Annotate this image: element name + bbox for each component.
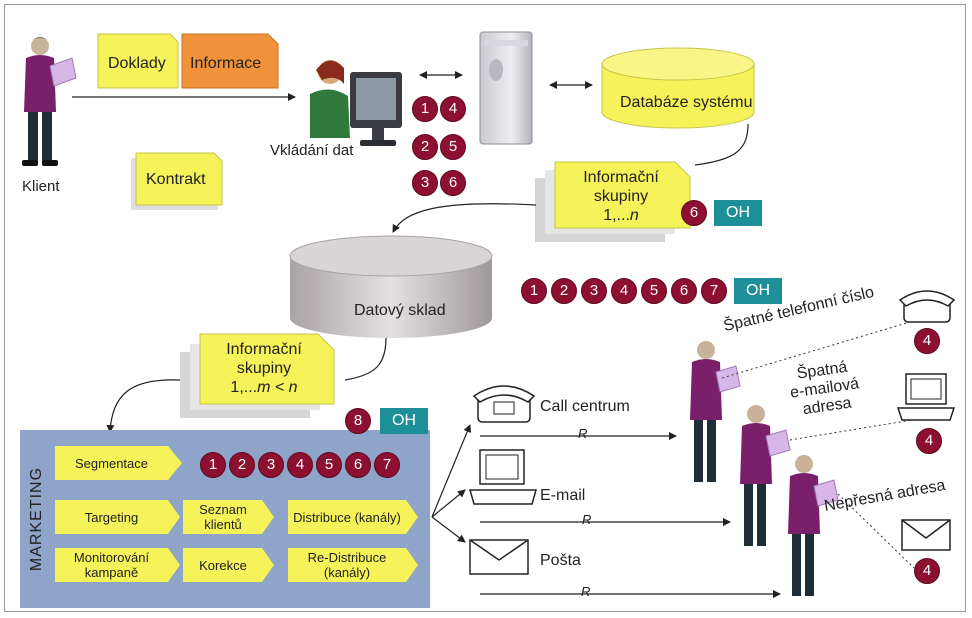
monitor-icon xyxy=(350,72,402,146)
database-cylinder xyxy=(601,47,755,129)
person-2-icon xyxy=(740,405,791,546)
error-address-badge: 4 xyxy=(914,558,940,584)
segmentace-num-2: 2 xyxy=(229,452,255,478)
info-groups-1-line3: 1,...n xyxy=(561,206,681,225)
warehouse-num-7: 7 xyxy=(701,278,727,304)
kontrakt-label: Kontrakt xyxy=(146,171,206,188)
call-centrum-label: Call centrum xyxy=(540,398,630,415)
warehouse-label: Datový sklad xyxy=(354,302,446,319)
data-entry-num-6: 6 xyxy=(440,170,466,196)
person-3-icon xyxy=(788,455,839,596)
info-groups-2-line3: 1,...m < n xyxy=(204,378,324,397)
info-groups-1-line1: Informační xyxy=(583,169,659,186)
doklady-doc-icon xyxy=(97,33,179,89)
info-groups-2-badge: 8 xyxy=(345,408,371,434)
segmentace-label: Segmentace xyxy=(75,455,148,471)
marketing-title: MARKETING xyxy=(22,430,52,608)
marketing-title-text: MARKETING xyxy=(28,466,45,572)
monitorovani-shape xyxy=(55,548,180,582)
client-label: Klient xyxy=(22,178,60,195)
error-email-label: Špatná e-mailová adresa xyxy=(787,357,863,420)
segmentace-shape xyxy=(55,446,182,480)
data-entry-num-5: 5 xyxy=(440,134,466,160)
warehouse-num-2: 2 xyxy=(551,278,577,304)
r-label-posta: R xyxy=(581,584,591,599)
error-telephone-icon xyxy=(898,290,956,323)
computer-icon xyxy=(469,449,537,505)
info-groups-1-badge: 6 xyxy=(681,200,707,226)
database-label: Databáze systému xyxy=(620,94,753,111)
info-groups-2-line2: skupiny xyxy=(236,360,292,377)
warehouse-num-4: 4 xyxy=(611,278,637,304)
segmentace-num-6: 6 xyxy=(345,452,371,478)
monitorovani-label: Monitorování kampaně xyxy=(73,550,150,580)
distribuce-label: Distribuce (kanály) xyxy=(293,509,401,525)
warehouse-num-6: 6 xyxy=(671,278,697,304)
distribuce-shape xyxy=(288,500,418,534)
posta-label: Pošta xyxy=(540,552,581,569)
data-entry-num-1: 1 xyxy=(412,96,438,122)
error-computer-icon xyxy=(896,373,956,421)
doklady-label: Doklady xyxy=(108,55,166,72)
client-person-icon xyxy=(22,37,77,166)
segmentace-num-7: 7 xyxy=(374,452,400,478)
operator-icon xyxy=(310,60,350,138)
person-1-icon xyxy=(690,341,741,482)
info-groups-2-text: Informační skupiny 1,...m < n xyxy=(204,340,324,397)
segmentace-num-4: 4 xyxy=(287,452,313,478)
informace-doc-icon xyxy=(181,33,279,89)
warehouse-oh-badge: OH xyxy=(734,278,782,304)
korekce-label: Korekce xyxy=(199,557,247,573)
server-icon xyxy=(479,31,533,145)
info-groups-2-prefix: 1,... xyxy=(230,379,258,396)
data-entry-label: Vkládání dat xyxy=(270,142,354,159)
error-envelope-icon xyxy=(901,519,951,551)
kontrakt-doc-icon xyxy=(131,152,223,210)
email-label: E-mail xyxy=(540,487,586,504)
info-groups-2-oh-badge: OH xyxy=(380,408,428,434)
info-groups-2-docs xyxy=(180,333,335,418)
telephone-icon xyxy=(472,385,536,423)
segmentace-num-5: 5 xyxy=(316,452,342,478)
diagram-frame xyxy=(4,4,966,612)
info-groups-2-var: m < n xyxy=(257,379,298,396)
data-entry-num-4: 4 xyxy=(440,96,466,122)
informace-label: Informace xyxy=(190,55,262,72)
seznam-label: Seznam klientů xyxy=(199,502,247,532)
r-label-call: R xyxy=(578,426,588,441)
targeting-label: Targeting xyxy=(84,509,139,525)
warehouse-num-1: 1 xyxy=(521,278,547,304)
data-entry-num-2: 2 xyxy=(412,134,438,160)
targeting-shape xyxy=(55,500,180,534)
redistribuce-shape xyxy=(288,548,418,582)
warehouse-num-5: 5 xyxy=(641,278,667,304)
korekce-shape xyxy=(183,548,274,582)
envelope-icon xyxy=(469,539,529,575)
data-entry-num-3: 3 xyxy=(412,170,438,196)
warehouse-cylinder xyxy=(289,235,493,338)
r-label-email: R xyxy=(582,512,592,527)
info-groups-1-prefix: 1,... xyxy=(603,207,630,224)
info-groups-1-text: Informační skupiny 1,...n xyxy=(561,168,681,225)
info-groups-1-line2: skupiny xyxy=(593,188,649,205)
segmentace-num-1: 1 xyxy=(200,452,226,478)
redistribuce-label: Re-Distribuce (kanály) xyxy=(307,550,387,580)
warehouse-num-3: 3 xyxy=(581,278,607,304)
info-groups-1-var: n xyxy=(629,207,639,224)
error-email-badge: 4 xyxy=(916,428,942,454)
error-phone-badge: 4 xyxy=(914,328,940,354)
info-groups-1-oh-badge: OH xyxy=(714,200,762,226)
segmentace-num-3: 3 xyxy=(258,452,284,478)
info-groups-2-line1: Informační xyxy=(226,341,302,358)
seznam-shape xyxy=(183,500,274,534)
info-groups-1-docs xyxy=(535,161,691,242)
